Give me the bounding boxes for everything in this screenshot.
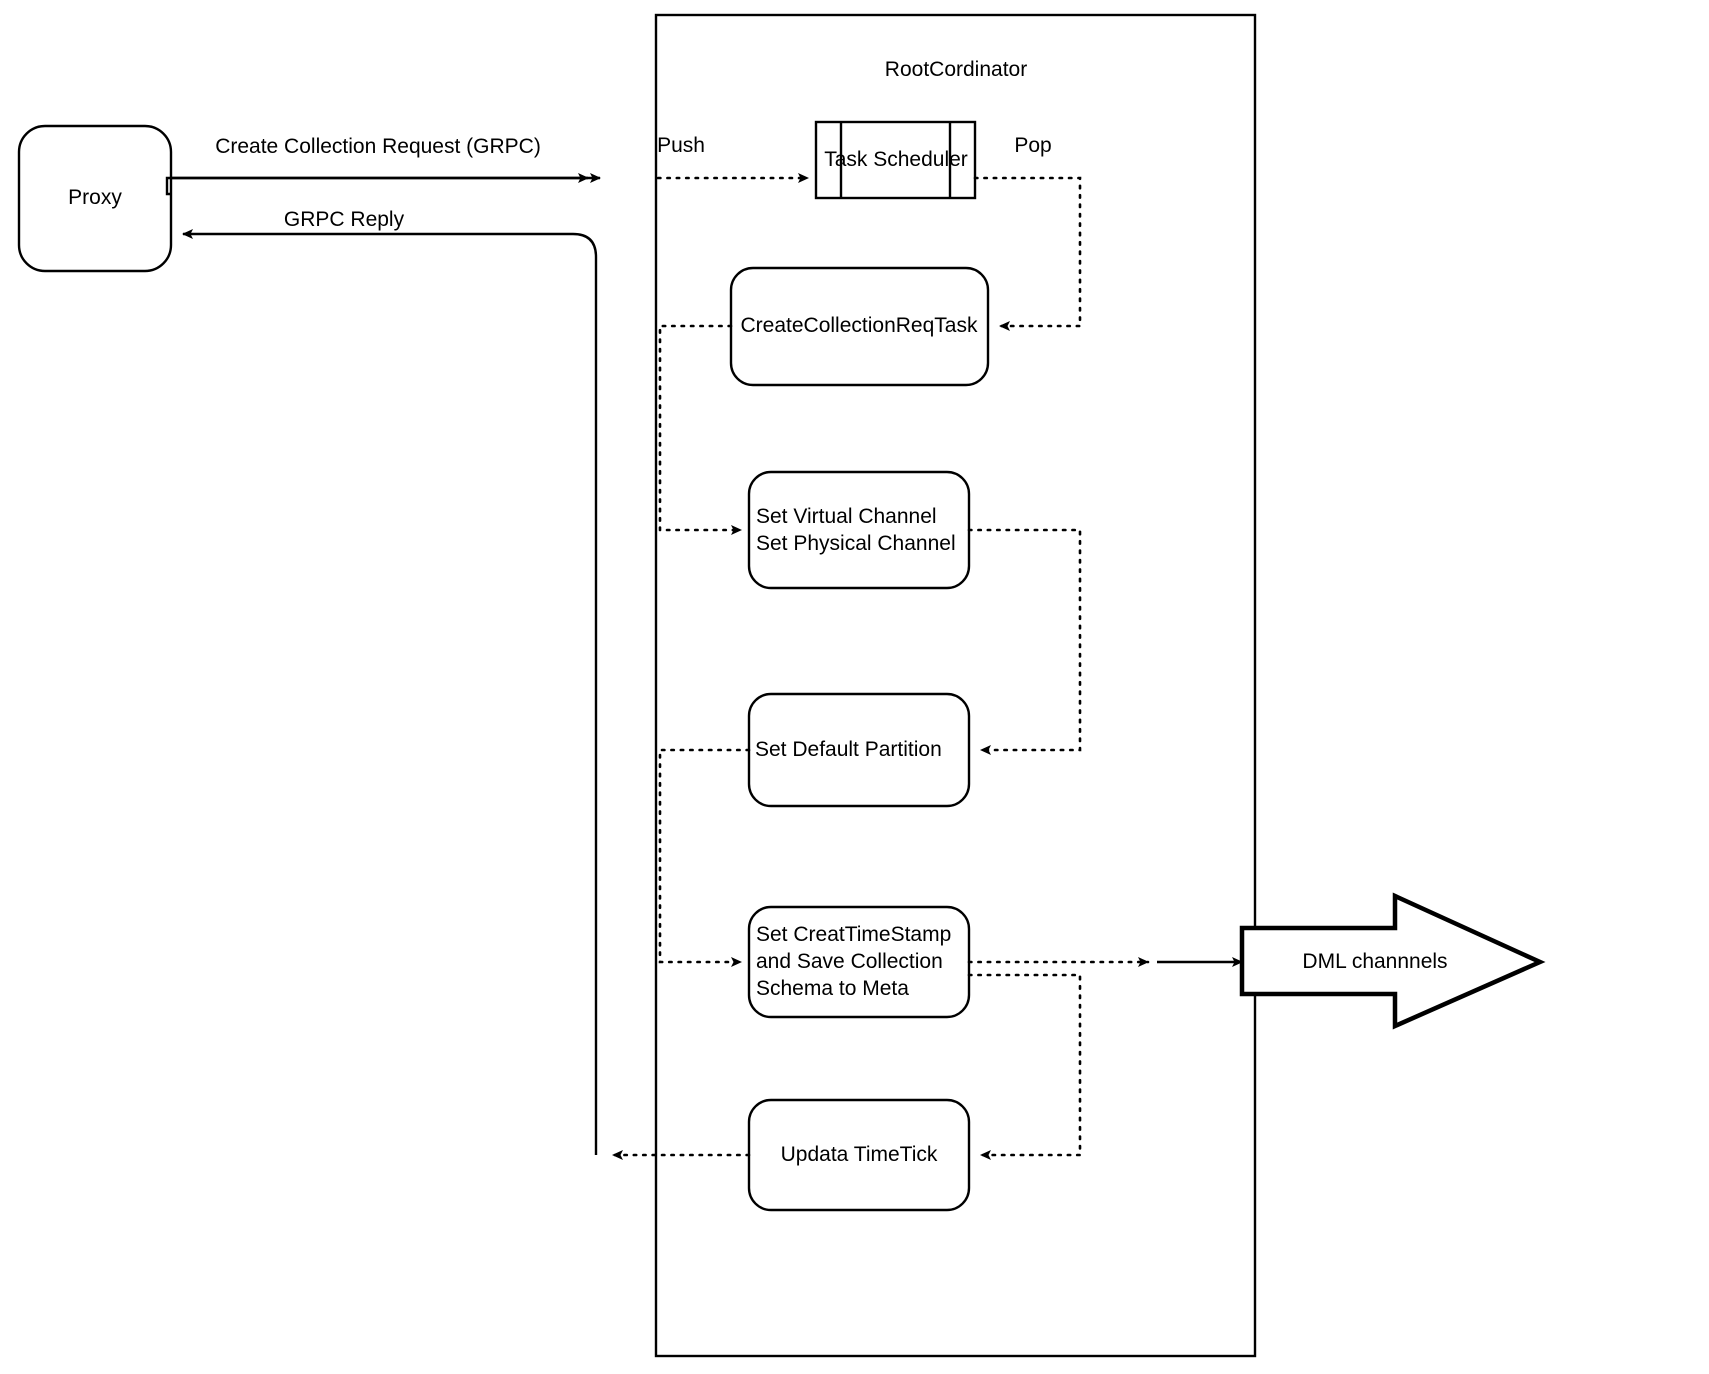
set-channel-node-label-line2: Set Physical Channel xyxy=(756,532,956,555)
edge-create-collection-request xyxy=(165,173,589,196)
dml-channels-node-label: DML channnels xyxy=(1302,950,1448,973)
set-channel-node-label-line1: Set Virtual Channel xyxy=(756,505,937,528)
edge-set-timestamp-to-update-timetick xyxy=(967,973,1082,1160)
edge-grpc-reply xyxy=(182,229,598,1155)
edge-label-pop: Pop xyxy=(1014,134,1052,157)
task-scheduler-node-shape[interactable] xyxy=(814,120,977,200)
create-collection-req-task-node-label: CreateCollectionReqTask xyxy=(740,314,978,337)
set-timestamp-node-label-line2: and Save Collection xyxy=(756,950,943,973)
proxy-node-label: Proxy xyxy=(68,186,122,209)
task-scheduler-node-label: Task Scheduler xyxy=(824,148,968,171)
dml-channels-node-shape[interactable] xyxy=(1239,892,1546,1030)
update-timetick-node-label: Updata TimeTick xyxy=(780,1143,938,1166)
edge-pop xyxy=(973,176,1082,331)
edge-set-channel-to-default-partition xyxy=(967,528,1082,755)
set-timestamp-node-label-line1: Set CreatTimeStamp xyxy=(756,923,952,946)
proxy-node-shape[interactable] xyxy=(17,124,173,273)
edge-default-partition-to-set-timestamp xyxy=(658,748,751,967)
rootcordinator-title: RootCordinator xyxy=(884,58,1028,81)
edge-label-push: Push xyxy=(657,134,705,157)
set-timestamp-node-label-line3: Schema to Meta xyxy=(756,977,909,1000)
edge-label-create-collection-request: Create Collection Request (GRPC) xyxy=(215,135,541,158)
edge-label-grpc-reply: GRPC Reply xyxy=(283,208,405,231)
set-default-partition-node-label: Set Default Partition xyxy=(755,738,942,761)
